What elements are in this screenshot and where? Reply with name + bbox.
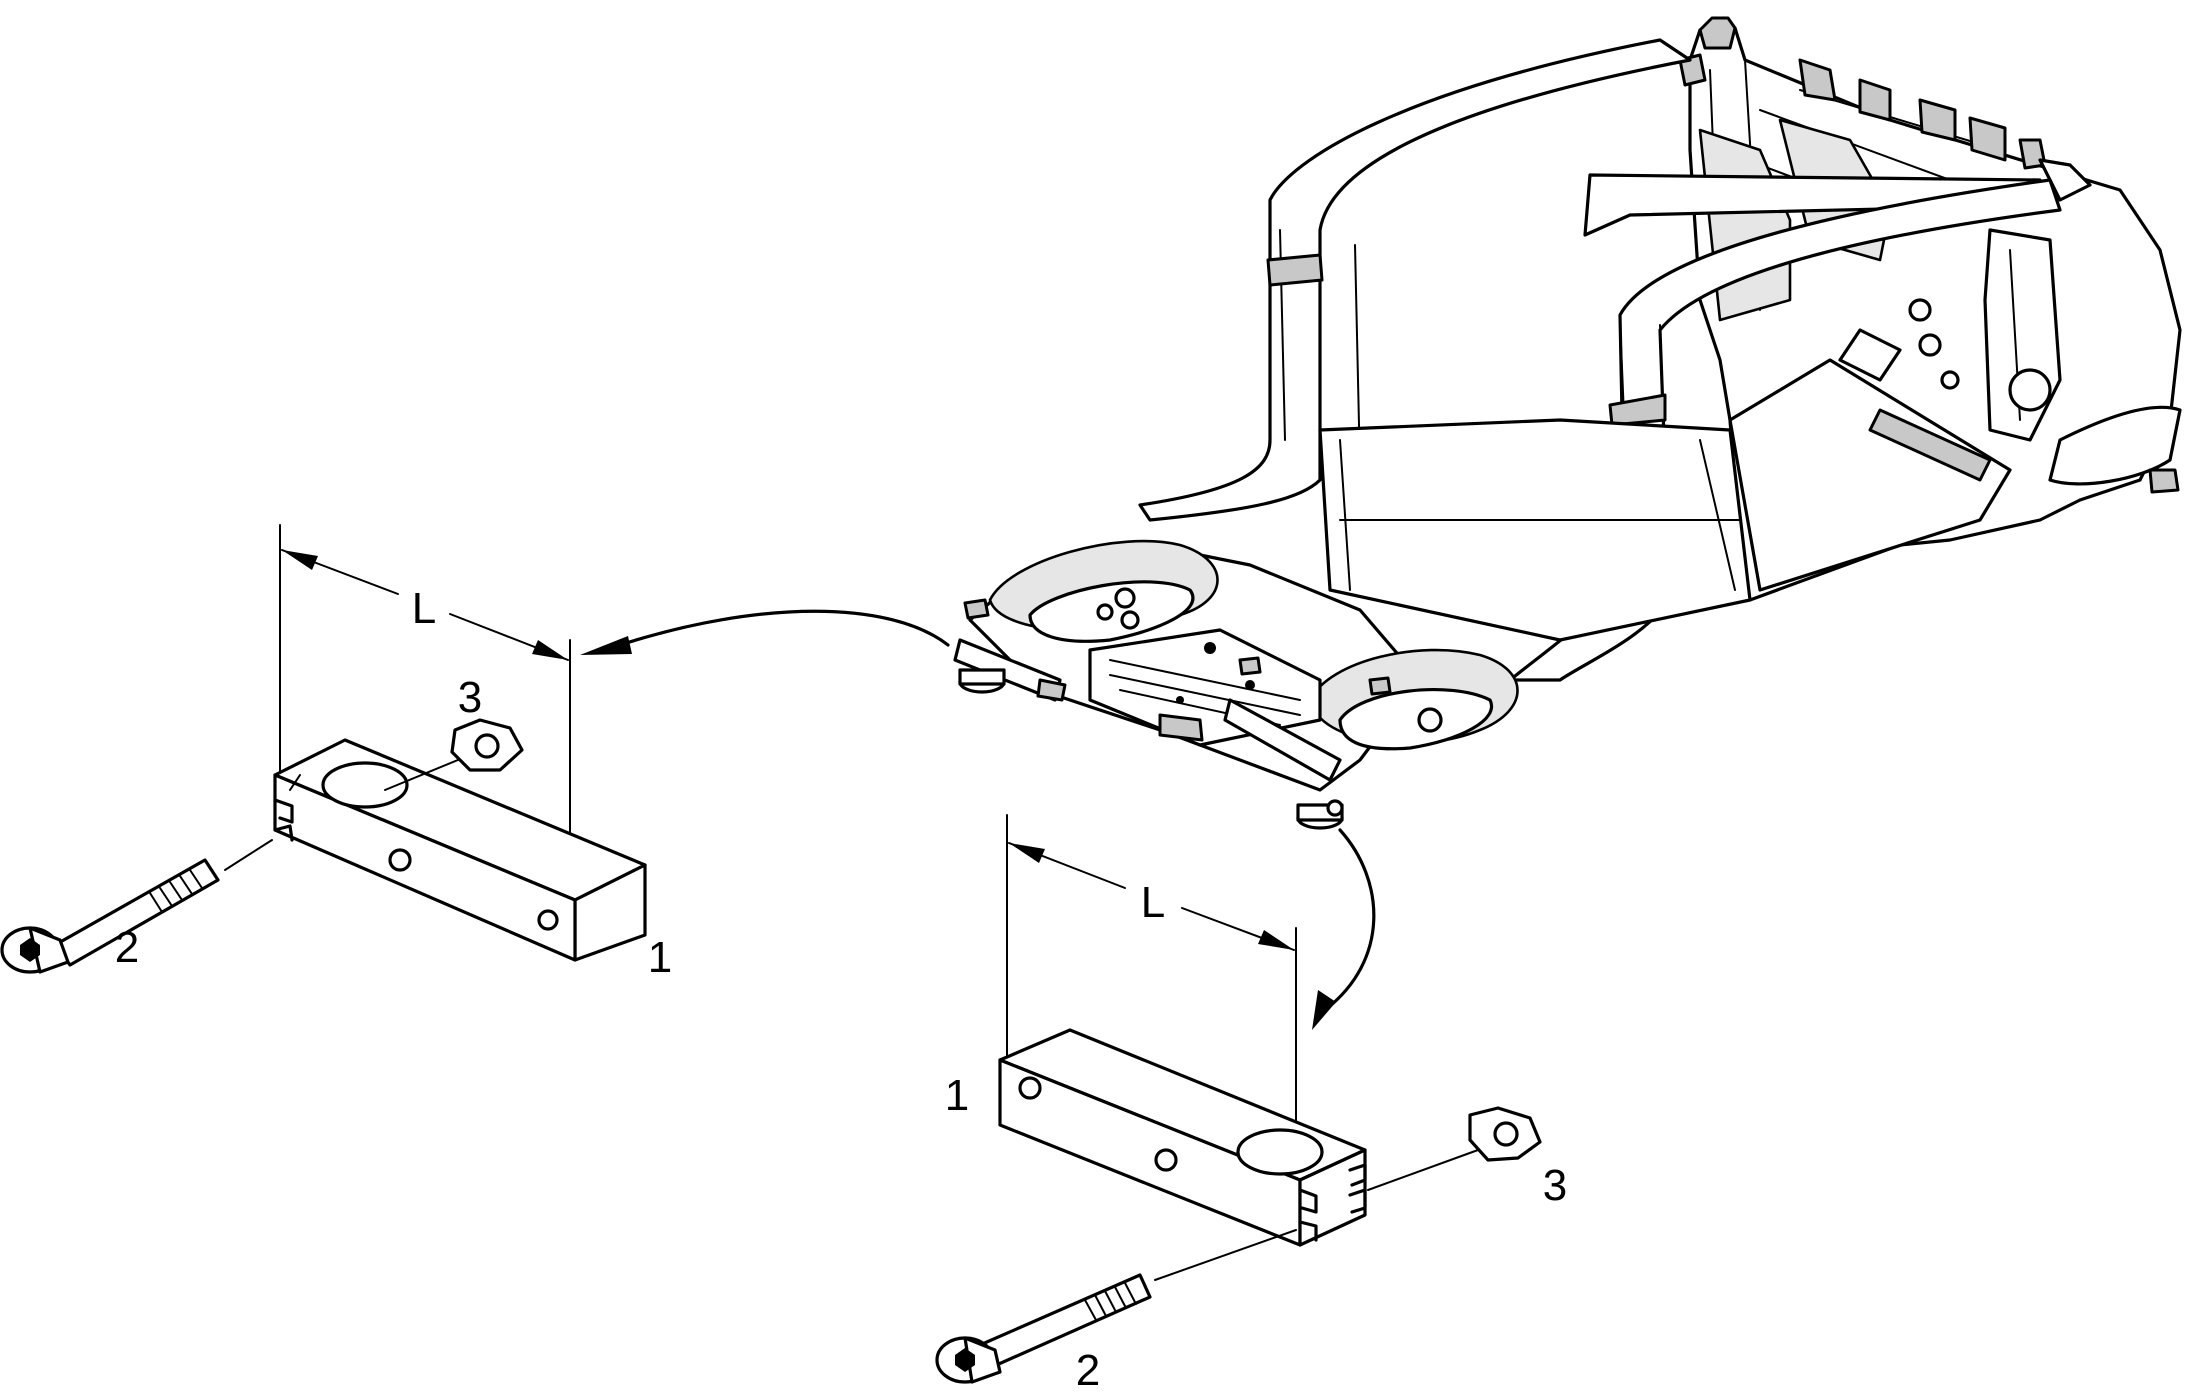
- part-number-1-left: 1: [648, 933, 672, 982]
- part-number-2-right: 2: [1076, 1346, 1100, 1395]
- part-number-1-right: 1: [945, 1071, 969, 1120]
- main-frame-assembly: [1138, 16, 2182, 682]
- part-number-2-left: 2: [115, 923, 139, 972]
- callout-arrow-left: [580, 609, 950, 655]
- spacer-block: [273, 738, 647, 962]
- callout-arrow-right: [1312, 828, 1376, 1030]
- part-number-3-right: 3: [1543, 1161, 1567, 1210]
- dimension-line-left: L: [279, 524, 571, 911]
- hex-nut: [1367, 1106, 1542, 1191]
- part-number-3-left: 3: [458, 673, 482, 722]
- seat-slide-base: [953, 539, 1519, 830]
- dimension-label-l: L: [1141, 878, 1165, 927]
- cap-screw: [0, 839, 273, 974]
- dimension-label-l: L: [412, 584, 436, 633]
- left-spacer-group: L 3 2 1: [0, 524, 672, 982]
- dimension-line-right: L: [1006, 814, 1297, 1191]
- hex-nut: [384, 718, 524, 791]
- cap-screw: [935, 1229, 1297, 1384]
- spacer-block: [998, 1028, 1367, 1247]
- right-spacer-group: L 1 3: [935, 814, 1567, 1395]
